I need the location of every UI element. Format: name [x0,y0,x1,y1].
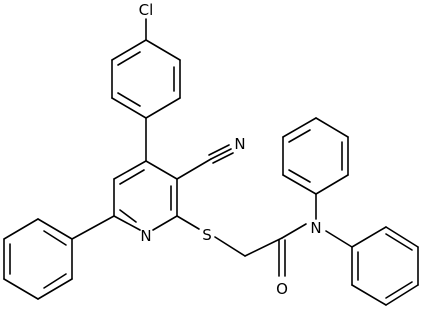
pyridine-nitrogen-label: N [140,227,151,245]
chlorophenyl-ring [111,39,181,119]
amide-nitrogen-label: N [310,219,321,237]
phenyl-ring-upper [282,117,349,195]
phenyl-ring-left [3,218,73,300]
pyridine-phenyl-bond [71,215,115,240]
sulfur-atom-label: S [202,226,212,244]
carbonyl-oxygen-label: O [276,280,288,298]
nitrile-nitrogen-label: N [234,135,245,153]
n-phenyl-lower-bond [325,230,353,248]
phenyl-ring-lower [351,226,419,306]
chlorine-atom-label: Cl [139,1,154,19]
ch2-carbonyl-bond [244,237,283,257]
c-s-bond [176,215,200,230]
pyridine-ring [113,160,178,231]
carbonyl-n-bond [281,223,307,239]
carbonyl-double-bond [278,239,286,277]
nitrile-triple-bond [176,144,234,180]
s-ch2-bond [214,236,246,257]
